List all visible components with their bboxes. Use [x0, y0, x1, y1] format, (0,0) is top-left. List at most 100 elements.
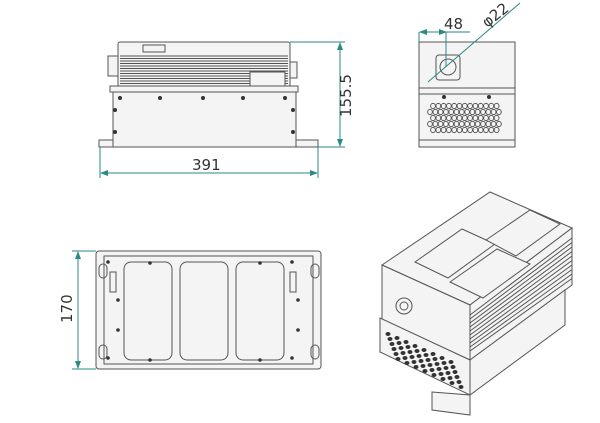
vent-hole — [425, 358, 431, 362]
heatsink-fin — [469, 260, 573, 336]
vent-hole — [448, 360, 454, 364]
vent-hole — [422, 369, 428, 373]
screw-hole — [201, 96, 205, 100]
heatsink-fin — [469, 251, 573, 328]
vent-hole — [446, 126, 452, 134]
isometric-view — [379, 191, 573, 416]
vent-hole — [469, 120, 476, 128]
connector-offset-label: 48 — [444, 15, 463, 33]
heatsink-fin — [469, 278, 573, 352]
vent-hole — [496, 108, 502, 116]
vent-hole — [396, 341, 402, 345]
vent-hole — [423, 353, 429, 357]
front-view: 48 φ22 — [418, 0, 521, 148]
vent-hole — [430, 352, 436, 356]
vent-hole — [385, 332, 391, 336]
screw-hole — [283, 96, 287, 100]
vent-hole — [416, 354, 422, 358]
vent-hole — [418, 359, 424, 363]
vent-hole — [435, 126, 442, 134]
vent-hole — [472, 126, 479, 134]
vent-hole — [445, 371, 451, 375]
mounting-hole — [116, 298, 120, 302]
mounting-hole — [290, 260, 294, 264]
vent-hole — [469, 108, 476, 116]
vent-hole — [427, 363, 433, 367]
vent-hole — [496, 120, 502, 128]
vent-hole — [409, 355, 415, 359]
length-dimension-label: 391 — [192, 156, 221, 174]
vent-hole — [439, 356, 445, 360]
vent-hole — [432, 108, 439, 116]
vent-hole — [461, 114, 468, 122]
vent-hole — [412, 344, 418, 348]
vent-hole — [452, 370, 458, 374]
vent-hole — [441, 361, 447, 365]
vent-hole — [443, 108, 449, 116]
vent-hole — [398, 346, 404, 350]
width-dimension-label: 170 — [58, 294, 76, 323]
screw-hole — [241, 96, 245, 100]
vent-hole — [461, 102, 468, 110]
vent-hole — [429, 368, 435, 372]
vent-hole — [436, 367, 442, 371]
heatsink-fin — [469, 246, 573, 324]
bottom-view: 170 — [58, 250, 322, 370]
vent-hole — [485, 108, 492, 116]
vent-hole — [456, 380, 462, 384]
vent-hole — [450, 365, 456, 369]
screw-hole — [291, 130, 295, 134]
vent-hole — [458, 120, 465, 128]
vent-hole — [420, 364, 426, 368]
vent-hole — [446, 102, 452, 110]
vent-hole — [414, 349, 420, 353]
screw-hole — [158, 96, 162, 100]
vent-hole — [449, 381, 455, 385]
vent-hole — [395, 357, 401, 361]
height-dimension-label: 155.5 — [337, 74, 355, 117]
vent-hole — [413, 365, 419, 369]
mounting-hole — [296, 328, 300, 332]
vent-hole — [461, 126, 468, 134]
vent-hole — [411, 360, 417, 364]
vent-hole — [454, 375, 460, 379]
vent-hole — [404, 361, 410, 365]
vent-hole — [488, 114, 495, 122]
vent-hole — [472, 102, 479, 110]
screw-hole — [291, 108, 295, 112]
vent-hole — [391, 347, 397, 351]
mounting-hole — [106, 260, 110, 264]
mounting-hole — [258, 358, 262, 362]
vent-hole — [446, 114, 452, 122]
vent-hole — [472, 114, 479, 122]
mounting-hole — [290, 356, 294, 360]
mounting-hole — [258, 261, 262, 265]
vent-hole — [393, 352, 399, 356]
vent-hole — [432, 120, 439, 128]
screw-hole — [113, 108, 117, 112]
connector-diameter-label: φ22 — [478, 0, 512, 31]
vent-hole — [400, 351, 406, 355]
vent-hole — [493, 126, 500, 134]
vent-hole — [434, 362, 440, 366]
screw-hole — [118, 96, 122, 100]
vent-hole — [458, 385, 464, 389]
vent-hole — [407, 350, 413, 354]
mounting-hole — [148, 261, 152, 265]
mounting-hole — [106, 356, 110, 360]
heatsink-fin — [469, 264, 573, 340]
mounting-hole — [116, 328, 120, 332]
vent-hole — [389, 342, 395, 346]
mounting-hole — [296, 298, 300, 302]
vent-hole — [493, 114, 500, 122]
vent-hole — [443, 120, 449, 128]
heatsink-fin — [469, 273, 573, 348]
vent-hole — [488, 102, 495, 110]
heatsink-fin — [469, 237, 573, 316]
vent-hole — [387, 337, 393, 341]
vent-hole — [458, 108, 465, 116]
vent-hole — [405, 345, 411, 349]
vent-hole — [435, 114, 442, 122]
